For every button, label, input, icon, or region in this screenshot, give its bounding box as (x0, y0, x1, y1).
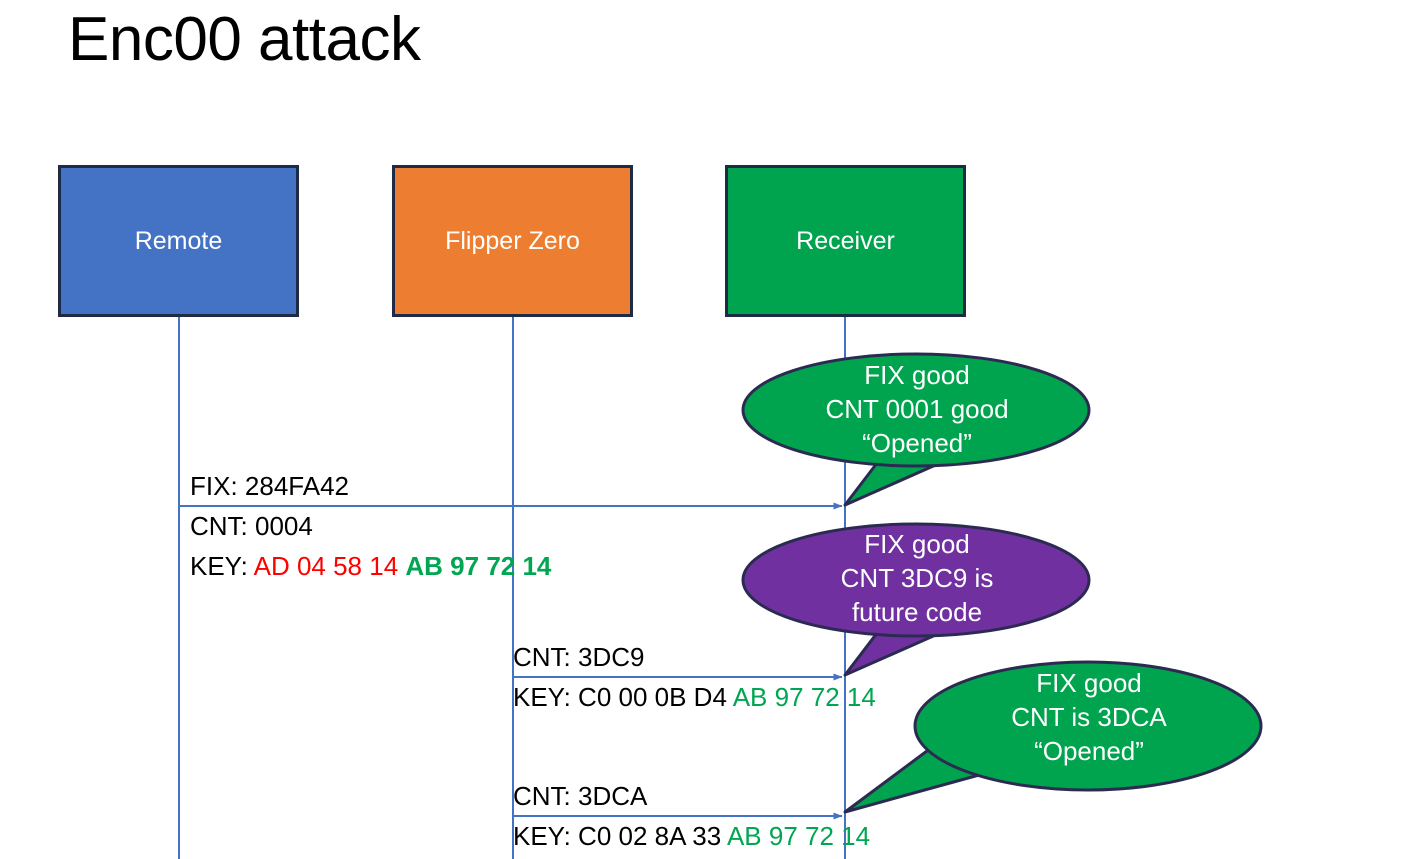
actor-box-flipper[interactable]: Flipper Zero (392, 165, 633, 317)
message-2-key-line: KEY: C0 00 0B D4 AB 97 72 14 (513, 679, 876, 715)
message-1-fix-line: FIX: 284FA42 (190, 471, 349, 501)
callout-bubble-1 (741, 352, 1091, 507)
page-title: Enc00 attack (68, 5, 421, 74)
message-1-cnt-line: CNT: 0004 (190, 511, 313, 541)
callout-3-text: FIX good CNT is 3DCA “Opened” (934, 666, 1244, 768)
callout-2-line-2: CNT 3DC9 is (840, 563, 994, 593)
callout-1-line-3: “Opened” (862, 428, 972, 458)
callout-2-line-3: future code (851, 597, 983, 627)
message-3-key-label: KEY: (513, 821, 579, 851)
callout-2-text: FIX good CNT 3DC9 is future code (762, 527, 1072, 629)
callout-3-line-1: FIX good (1036, 668, 1142, 698)
actor-box-receiver[interactable]: Receiver (725, 165, 966, 317)
message-2-key-first-half: C0 00 0B D4 (578, 682, 727, 712)
actor-label-remote: Remote (134, 227, 223, 255)
callout-1-line-1: FIX good (864, 360, 970, 390)
message-1-key-second-half: AB 97 72 14 (405, 551, 552, 581)
callout-2-line-1: FIX good (864, 529, 970, 559)
callout-3-line-2: CNT is 3DCA (1011, 702, 1167, 732)
callout-1-line-2: CNT 0001 good (825, 394, 1009, 424)
message-2-cnt-line: CNT: 3DC9 (513, 642, 645, 672)
message-1-key-label: KEY: (190, 551, 254, 581)
callout-ellipse-3 (913, 660, 1263, 792)
message-1-key-first-half: AD 04 58 14 (253, 551, 399, 581)
callout-bubble-3 (843, 660, 1263, 814)
message-3-key-line: KEY: C0 02 8A 33 AB 97 72 14 (513, 818, 870, 854)
actor-label-receiver: Receiver (796, 227, 895, 255)
message-2-key-label: KEY: (513, 682, 579, 712)
callout-ellipse-2 (741, 522, 1091, 638)
message-3-cnt-line: CNT: 3DCA (513, 781, 648, 811)
message-3-key-first-half: C0 02 8A 33 (578, 821, 722, 851)
message-1-key-line: KEY: AD 04 58 14 AB 97 72 14 (190, 548, 551, 584)
message-2-key-second-half: AB 97 72 14 (732, 682, 876, 712)
callout-ellipse-1 (741, 352, 1091, 468)
actor-box-remote[interactable]: Remote (58, 165, 299, 317)
callout-1-text: FIX good CNT 0001 good “Opened” (762, 358, 1072, 460)
actor-label-flipper: Flipper Zero (445, 227, 580, 255)
callout-bubble-2 (741, 522, 1091, 677)
callout-3-line-3: “Opened” (1034, 736, 1144, 766)
message-3-key-second-half: AB 97 72 14 (726, 821, 871, 851)
